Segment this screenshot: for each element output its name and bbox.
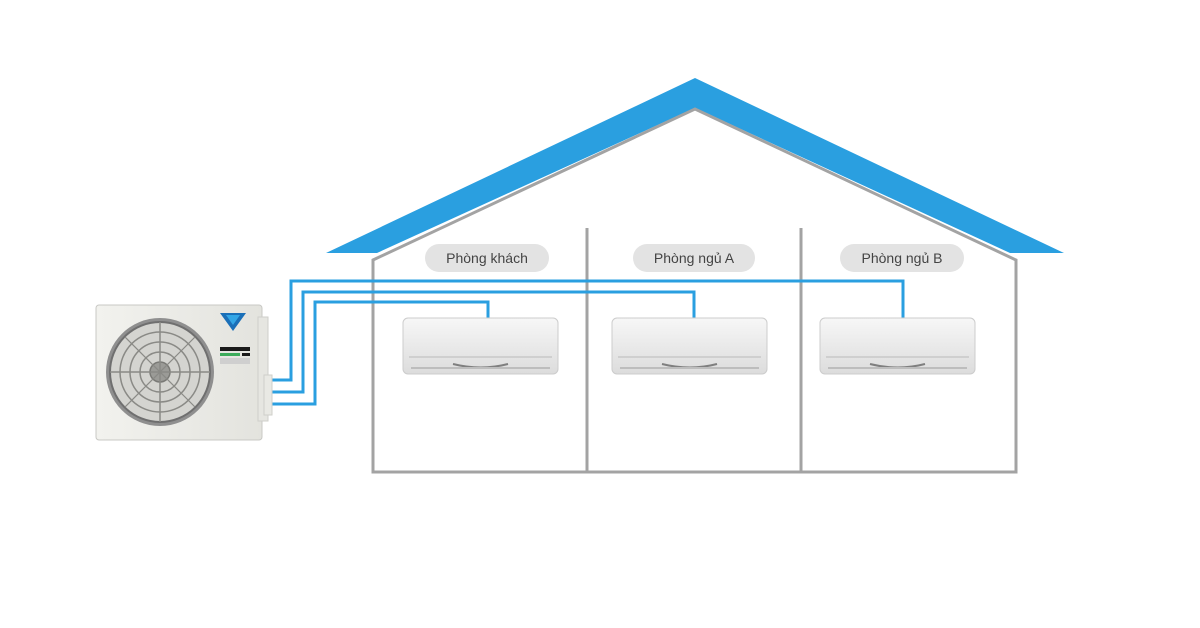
pipe-to-living-room (270, 300, 490, 406)
house-roof (326, 78, 1064, 253)
outdoor-unit (95, 304, 273, 441)
indoor-unit-bedroom-a (611, 317, 768, 375)
house-walls (371, 107, 1018, 474)
indoor-unit-bedroom-b (819, 317, 976, 375)
wall-air-conditioner-icon (402, 317, 559, 375)
room-label-living: Phòng khách (425, 244, 549, 272)
wall-air-conditioner-icon (611, 317, 768, 375)
room-label-text: Phòng khách (446, 250, 528, 266)
pipe-to-bedroom-b (270, 279, 905, 382)
room-label-bedroom-a: Phòng ngủ A (633, 244, 755, 272)
room-label-text: Phòng ngủ A (654, 250, 735, 266)
house-outline (371, 107, 1018, 474)
room-label-bedroom-b: Phòng ngủ B (840, 244, 964, 272)
room-label-text: Phòng ngủ B (862, 250, 943, 266)
fan-grille-icon (106, 318, 214, 426)
brand-logo-icon (220, 313, 246, 331)
spec-label (220, 347, 250, 364)
indoor-unit-living (402, 317, 559, 375)
refrigerant-pipes (270, 279, 905, 406)
wall-air-conditioner-icon (819, 317, 976, 375)
pipe-to-bedroom-a (270, 290, 696, 394)
